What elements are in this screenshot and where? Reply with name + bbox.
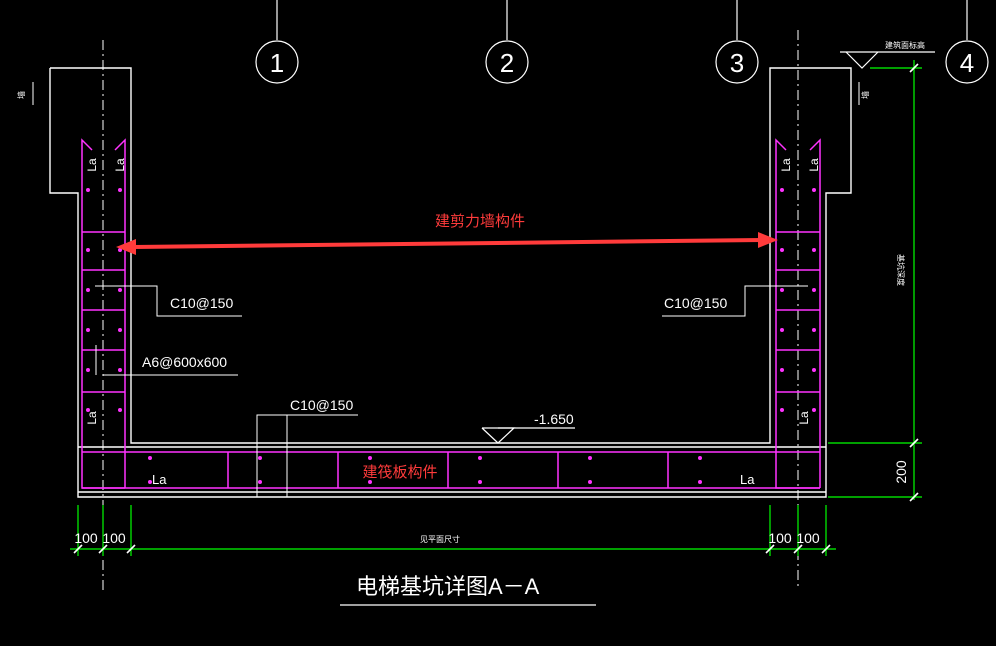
annotation-raft: 建筏板构件 [362,463,437,481]
axis-label-1: 1 [270,48,284,78]
right-vertical-note: 基坑深度 [896,254,906,286]
right-side-note: 墙 [860,91,870,99]
axis-label-3: 3 [730,48,744,78]
axis-markers [255,0,989,84]
dim-right-a: 100 [768,530,792,546]
annotation-shear-wall: 建剪力墙构件 [435,212,525,230]
axis-bubble-4 [945,40,989,84]
dimension-ticks [73,63,919,554]
top-level-marker [840,51,935,69]
bottom-center-note: 见平面尺寸 [420,534,460,544]
top-right-note: 建筑面标高 [885,40,925,50]
drawing-title: 电梯基坑详图A－A [356,574,540,599]
dim-right-b: 100 [796,530,820,546]
la-label-wall-right-2: La [807,158,821,172]
axis-label-2: 2 [500,48,514,78]
dimension-lines [70,60,922,556]
dim-left-b: 100 [102,530,126,546]
elevation-marker [481,427,575,444]
reinforcement [81,138,821,489]
la-label-slab-left: La [152,472,167,487]
la-label-wall-left-1: La [85,158,99,172]
label-leaders [95,285,808,497]
axis-label-4: 4 [960,48,974,78]
shear-wall-arrow [116,232,778,255]
axis-bubble-2 [485,40,529,84]
la-label-lower-right: La [797,411,811,425]
rebar-dots [86,188,816,484]
la-label-slab-right: La [740,472,755,487]
elevation-label: -1.650 [534,411,574,427]
dim-slab-thickness: 200 [893,460,909,484]
la-label-wall-right-1: La [779,158,793,172]
rebar-label-right-wall: C10@150 [664,295,727,311]
axis-bubble-3 [715,40,759,84]
rebar-label-tie: A6@600x600 [142,354,227,370]
la-label-wall-left-2: La [113,158,127,172]
rebar-label-slab: C10@150 [290,397,353,413]
la-label-lower-left: La [85,411,99,425]
dim-left-a: 100 [74,530,98,546]
rebar-label-left-wall: C10@150 [170,295,233,311]
pit-outline [49,67,852,498]
axis-bubble-1 [255,40,299,84]
left-side-note: 墙 [16,91,26,99]
side-note-leaders [32,82,860,105]
